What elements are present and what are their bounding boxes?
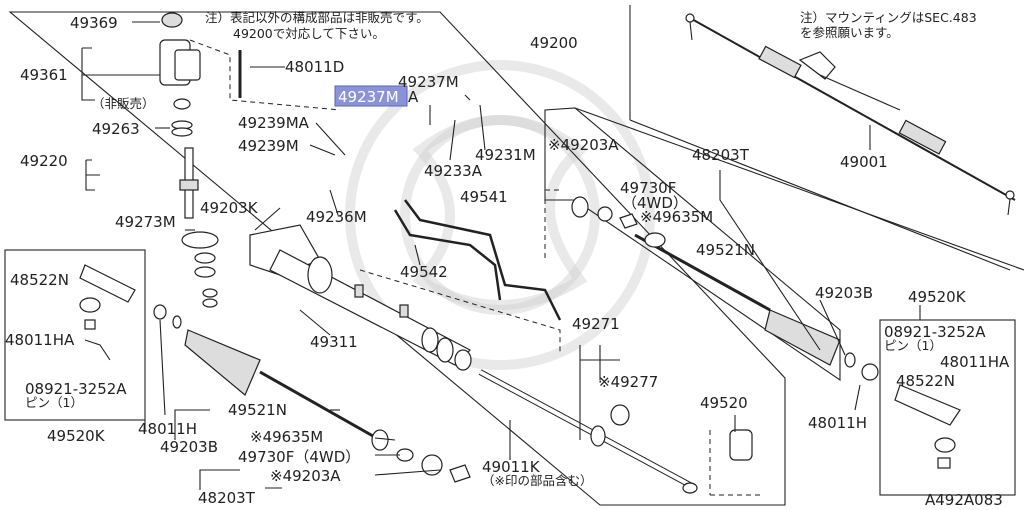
note-right-line1: 注）マウンティングはSEC.483 (800, 10, 977, 25)
label-49520[interactable]: 49520 (700, 394, 748, 412)
watermark-logo (345, 60, 655, 370)
label-08921-left[interactable]: 08921-3252A (25, 380, 127, 398)
label-49369[interactable]: 49369 (70, 14, 118, 32)
label-49239MA[interactable]: 49239MA (238, 114, 310, 132)
box-49520K-right (879, 319, 1016, 496)
label-48203T-bottom[interactable]: 48203T (198, 489, 256, 507)
rack-assembly-49001 (685, 13, 1016, 216)
boot-left (153, 304, 471, 483)
label-49520K-right[interactable]: 49520K (908, 288, 967, 306)
boot-right (571, 196, 879, 381)
label-4wd-top: （4WD） (622, 194, 688, 212)
label-49541[interactable]: 49541 (460, 188, 508, 206)
label-49236M[interactable]: 49236M (306, 208, 367, 226)
label-pin-right: ピン（1） (884, 338, 942, 353)
label-48011D[interactable]: 48011D (285, 58, 344, 76)
label-49203A-bottom[interactable]: ※49203A (270, 467, 341, 485)
label-49011K-note: （※印の部品含む） (482, 473, 592, 488)
label-49239M[interactable]: 49239M (238, 137, 299, 155)
label-48011H-left[interactable]: 48011H (138, 420, 197, 438)
pipe-lines (393, 199, 562, 321)
label-49635M-bottom[interactable]: ※49635M (250, 428, 323, 446)
label-48522N-left[interactable]: 48522N (10, 271, 69, 289)
label-49203B-right[interactable]: 49203B (815, 284, 873, 302)
label-49237M-top[interactable]: 49237M (398, 73, 459, 91)
label-49231M[interactable]: 49231M (475, 146, 536, 164)
label-49730F-top[interactable]: 49730F (620, 179, 676, 197)
valve-housing (159, 12, 242, 308)
label-49635M-top[interactable]: ※49635M (640, 208, 713, 226)
label-49237MA[interactable]: 49237M (338, 88, 399, 106)
leader-lines (81, 21, 921, 490)
label-49521N-bottom[interactable]: 49521N (228, 401, 287, 419)
rack-49011K (478, 369, 698, 494)
box-49520K-left (4, 249, 146, 421)
tie-rod-end-left (79, 264, 136, 361)
label-48203T-top[interactable]: 48203T (692, 146, 750, 164)
note-left-line2: 49200で対応して下さい。 (233, 26, 385, 41)
label-48011H-right[interactable]: 48011H (808, 414, 867, 432)
label-49200[interactable]: 49200 (530, 34, 578, 52)
label-not-sold: （非販売） (92, 96, 155, 111)
label-48522N-right[interactable]: 48522N (896, 372, 955, 390)
label-49730F-bottom[interactable]: 49730F（4WD） (238, 448, 360, 466)
label-48011HA-right[interactable]: 48011HA (940, 353, 1010, 371)
label-08921-right[interactable]: 08921-3252A (884, 323, 986, 341)
label-49277[interactable]: ※49277 (598, 373, 658, 391)
note-right-line2: を参照願います。 (800, 25, 899, 40)
label-49001[interactable]: 49001 (840, 153, 888, 171)
label-49011K[interactable]: 49011K (482, 458, 541, 476)
label-49220[interactable]: 49220 (20, 152, 68, 170)
tie-rod-end-right (894, 384, 961, 469)
label-49203B-left[interactable]: 49203B (160, 438, 218, 456)
gear-housing-49311 (249, 224, 472, 371)
assembly-frame-49200 (8, 11, 786, 506)
label-49521N-top[interactable]: 49521N (696, 241, 755, 259)
label-49233A[interactable]: 49233A (424, 162, 483, 180)
highlight-49237MA (334, 85, 408, 107)
label-49361[interactable]: 49361 (20, 66, 68, 84)
diagram-id: A492A083 (925, 491, 1003, 509)
label-49203K[interactable]: 49203K (200, 199, 259, 217)
label-49271[interactable]: 49271 (572, 315, 620, 333)
label-49263[interactable]: 49263 (92, 120, 140, 138)
bush-49520 (729, 429, 753, 461)
label-48011HA-left[interactable]: 48011HA (5, 331, 75, 349)
label-49203A-top[interactable]: ※49203A (548, 136, 619, 154)
label-49542[interactable]: 49542 (400, 263, 448, 281)
note-left-line1: 注）表記以外の構成部品は非販売です。 (205, 10, 429, 25)
label-49311[interactable]: 49311 (310, 333, 358, 351)
label-49273M[interactable]: 49273M (115, 213, 176, 231)
label-49237MA-suffix: A (408, 88, 419, 106)
label-49520K-left[interactable]: 49520K (47, 427, 106, 445)
label-pin-left: ピン（1） (25, 395, 83, 410)
